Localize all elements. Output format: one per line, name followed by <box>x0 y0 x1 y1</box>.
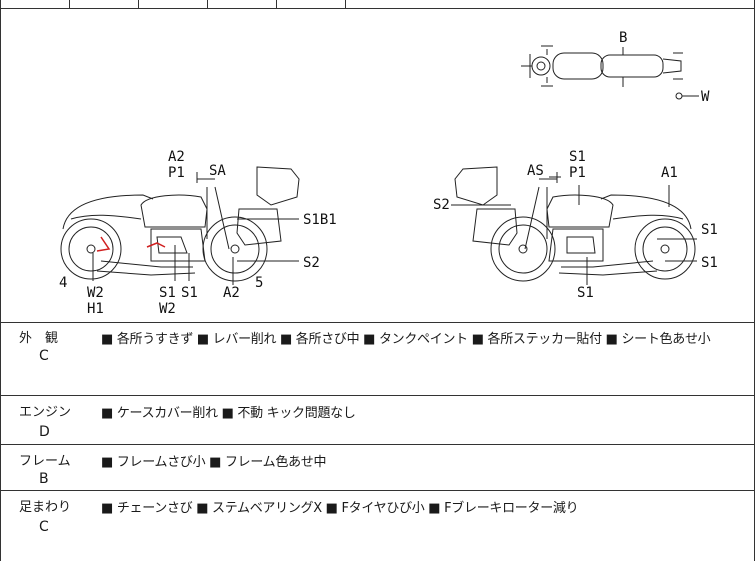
left-label-a2-b: A2 <box>223 285 240 301</box>
right-label-as: AS <box>527 163 544 179</box>
left-label-h1: H1 <box>87 301 104 317</box>
left-label-sa: SA <box>209 163 226 179</box>
right-view-labels: S1 AS P1 A1 S2 S1 S1 S1 <box>433 149 718 301</box>
section-grade: C <box>39 348 49 364</box>
left-label-w2: W2 <box>87 285 104 301</box>
section-frame: フレーム B ■ フレームさび小 ■ フレーム色あせ中 <box>1 445 754 491</box>
section-grade: D <box>39 424 50 440</box>
left-label-5: 5 <box>255 275 263 291</box>
section-notes: ■ チェーンさび ■ ステムベアリングX ■ Fタイヤひび小 ■ Fブレーキロー… <box>101 501 579 516</box>
section-grade: B <box>39 471 49 487</box>
section-engine: エンジン D ■ ケースカバー削れ ■ 不動 キック問題なし <box>1 396 754 445</box>
section-exterior: 外 観 C ■ 各所うすきず ■ レバー削れ ■ 各所さび中 ■ タンクペイント… <box>1 322 754 396</box>
top-view-labels: B W <box>619 30 710 105</box>
right-label-s1-top: S1 <box>569 149 586 165</box>
section-category: フレーム <box>19 454 71 469</box>
left-label-s2: S2 <box>303 255 320 271</box>
left-label-4: 4 <box>59 275 67 291</box>
right-view-motorcycle <box>451 166 697 285</box>
left-label-s1b1: S1B1 <box>303 212 337 228</box>
left-label-w2-b: W2 <box>159 301 176 317</box>
left-label-s1-a: S1 <box>159 285 176 301</box>
right-label-p1: P1 <box>569 165 586 181</box>
right-label-s1-a: S1 <box>701 222 718 238</box>
left-label-p1: P1 <box>168 165 185 181</box>
right-label-a1: A1 <box>661 165 678 181</box>
diagram-svg: B W <box>59 30 718 317</box>
left-label-a2: A2 <box>168 149 185 165</box>
right-label-s1-c: S1 <box>577 285 594 301</box>
section-category: エンジン <box>19 405 72 420</box>
motorcycle-damage-diagram: B W <box>1 9 754 323</box>
left-label-s1-b: S1 <box>181 285 198 301</box>
header-row-remnant <box>1 0 754 9</box>
section-notes: ■ フレームさび小 ■ フレーム色あせ中 <box>101 455 327 470</box>
right-label-s2: S2 <box>433 197 450 213</box>
section-grade: C <box>39 519 49 535</box>
left-view-labels: A2 P1 SA S1B1 S2 4 W2 H1 S1 S1 W2 A2 5 <box>59 149 337 317</box>
left-view-motorcycle <box>60 166 300 285</box>
top-label-b: B <box>619 30 627 46</box>
top-view-motorcycle <box>521 45 699 100</box>
section-category: 外 観 <box>19 331 59 346</box>
section-notes: ■ ケースカバー削れ ■ 不動 キック問題なし <box>101 406 356 421</box>
right-label-s1-b: S1 <box>701 255 718 271</box>
top-label-w: W <box>701 89 710 105</box>
section-notes: ■ 各所うすきず ■ レバー削れ ■ 各所さび中 ■ タンクペイント ■ 各所ス… <box>101 332 711 347</box>
section-category: 足まわり <box>19 500 72 515</box>
section-suspension: 足まわり C ■ チェーンさび ■ ステムベアリングX ■ Fタイヤひび小 ■ … <box>1 491 754 561</box>
